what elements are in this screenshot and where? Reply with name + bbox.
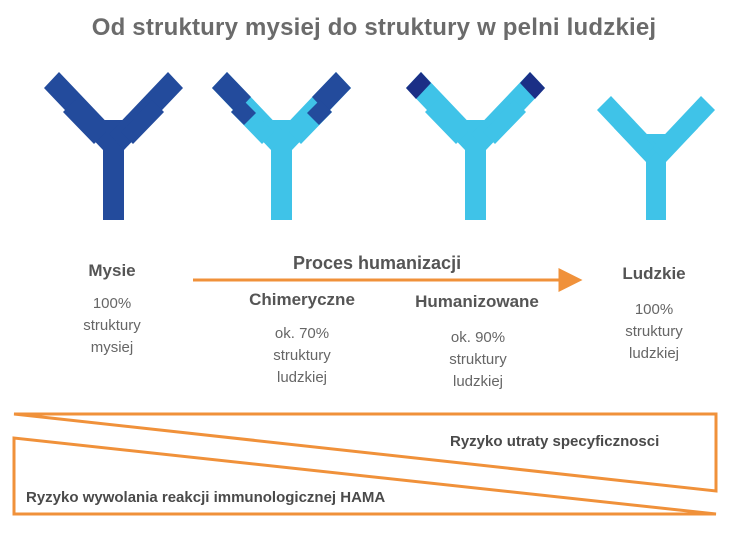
antibody-right-inner-arm — [483, 100, 526, 144]
antibody-desc-human: 100% struktury ludzkiej — [594, 299, 714, 365]
desc-line: struktury — [449, 351, 507, 368]
mouse-variable-region-left-inner — [231, 100, 256, 125]
desc-line: ludzkiej — [628, 345, 680, 362]
process-label: Proces humanizacji — [293, 253, 462, 273]
desc-line: ok. 70% — [274, 325, 330, 342]
page-title: Od struktury mysiej do struktury w pelni… — [91, 14, 657, 41]
antibody-mouse-icon — [44, 72, 183, 220]
mouse-variable-region-right-inner — [307, 100, 332, 125]
antibody-stem — [103, 120, 124, 220]
desc-line: ludzkiej — [276, 369, 328, 386]
desc-line: struktury — [625, 323, 683, 340]
desc-line: struktury — [83, 317, 141, 334]
desc-line: 100% — [92, 295, 132, 312]
desc-line: ludzkiej — [452, 373, 504, 390]
mouse-cdr-tip-left — [406, 72, 431, 99]
antibody-left-inner-arm — [614, 117, 654, 158]
specificity-loss-label: Ryzyko utraty specyficznosci — [450, 433, 660, 450]
antibody-chimeric-icon — [212, 72, 351, 220]
desc-line: struktury — [273, 347, 331, 364]
desc-line: mysiej — [90, 339, 134, 356]
antibody-name-human: Ludzkie — [622, 264, 686, 283]
antibody-desc-chimeric: ok. 70% struktury ludzkiej — [242, 323, 362, 389]
antibody-stem — [271, 120, 292, 220]
antibody-name-mouse: Mysie — [88, 261, 136, 280]
antibody-desc-humanized: ok. 90% struktury ludzkiej — [418, 327, 538, 393]
antibody-name-humanized: Humanizowane — [415, 292, 539, 311]
desc-line: ok. 90% — [450, 329, 506, 346]
antibody-stem — [465, 120, 486, 220]
antibody-left-inner-arm — [425, 100, 468, 144]
specificity-loss-wedge — [13, 412, 718, 493]
antibody-human-icon — [597, 96, 715, 220]
mouse-cdr-tip-right — [520, 72, 545, 99]
antibody-name-chimeric: Chimeryczne — [249, 290, 355, 309]
antibody-desc-mouse: 100% struktury mysiej — [52, 293, 172, 359]
hama-reaction-label: Ryzyko wywolania reakcji immunologicznej… — [26, 489, 386, 506]
antibody-humanized-icon — [406, 72, 545, 220]
desc-line: 100% — [634, 301, 674, 318]
hama-reaction-wedge — [12, 436, 717, 516]
antibody-right-inner-arm — [121, 100, 164, 144]
antibody-right-inner-arm — [658, 117, 698, 158]
antibody-left-inner-arm — [63, 100, 106, 144]
